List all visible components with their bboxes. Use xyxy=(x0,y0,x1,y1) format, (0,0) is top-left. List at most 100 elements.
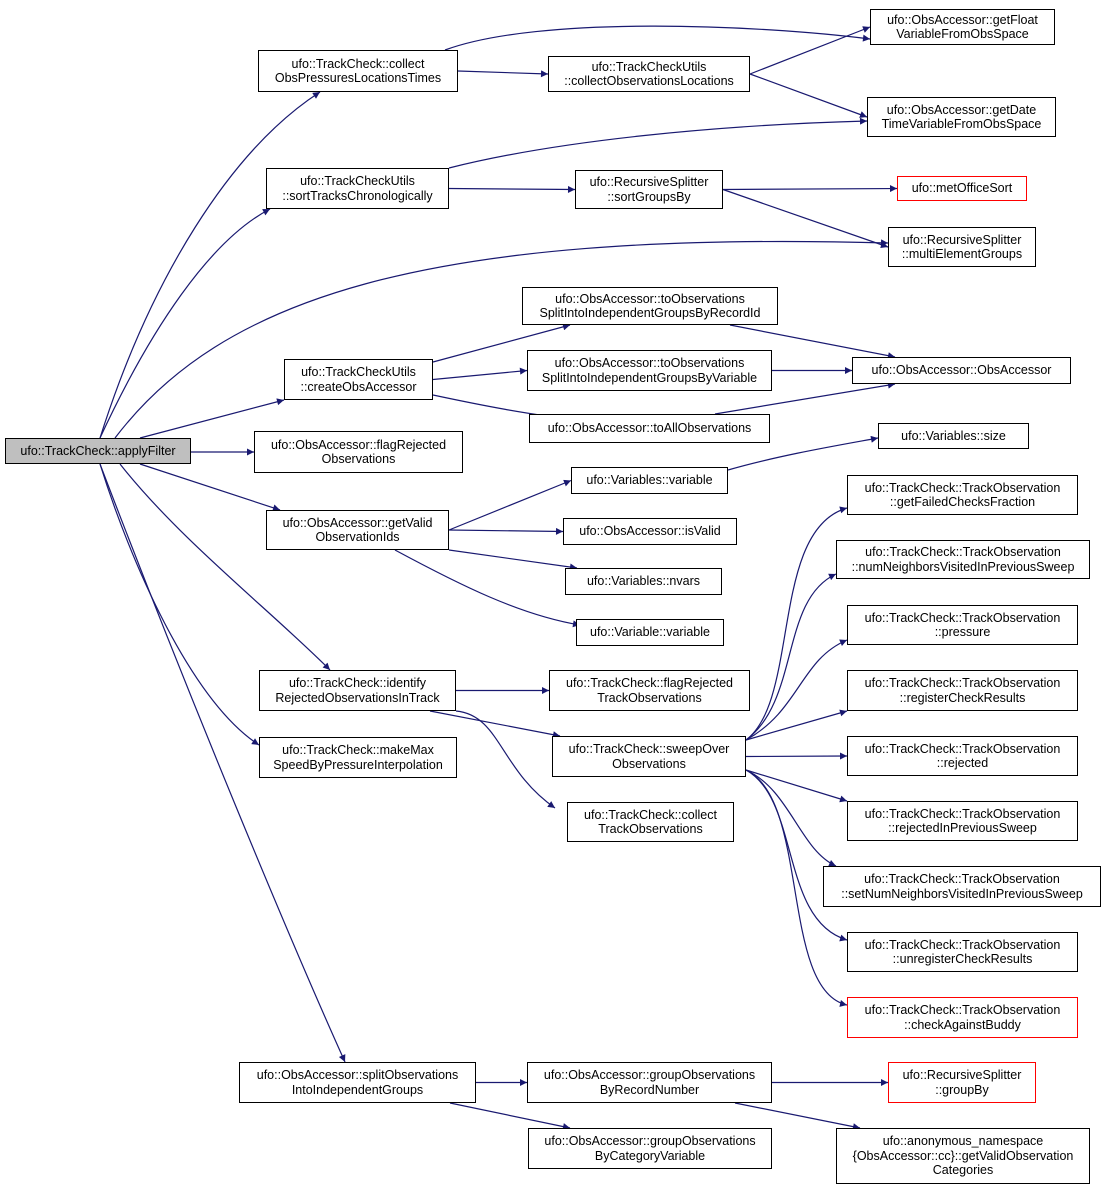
edge-applyFilter-to-sortTracks xyxy=(99,208,271,439)
node-label-line: Observations xyxy=(321,452,396,466)
node-num-neighbors-visited[interactable]: ufo::TrackCheck::TrackObservation::numNe… xyxy=(836,540,1090,579)
edge-getValidObsIds-to-nvars xyxy=(448,549,578,571)
node-label-line: Categories xyxy=(932,1163,994,1178)
edge-applyFilter-to-makeMaxSpeed xyxy=(99,463,260,746)
node-nvars[interactable]: ufo::Variables::nvars xyxy=(565,568,722,595)
node-rejected[interactable]: ufo::TrackCheck::TrackObservation::rejec… xyxy=(847,736,1078,776)
node-label-line: TrackObservations xyxy=(597,690,702,705)
node-label-line: ::numNeighborsVisitedInPreviousSweep xyxy=(851,559,1075,574)
edge-applyFilter-to-multiElementGroups xyxy=(114,239,889,439)
edge-sortGroupsBy-to-multiElementGroups xyxy=(722,188,889,249)
edge-sortTracks-to-getDateTimeVar xyxy=(448,117,868,169)
edge-groupByRecordNumber-to-getValidObsCategories xyxy=(734,1102,861,1131)
edge-applyFilter-to-createObsAccessor xyxy=(139,398,285,439)
node-label-line: ufo::anonymous_namespace xyxy=(882,1134,1044,1149)
node-label-line: ByRecordNumber xyxy=(599,1082,700,1097)
node-label-line: IntoIndependentGroups xyxy=(291,1082,424,1097)
node-label-line: ::sortTracksChronologically xyxy=(282,188,433,203)
node-label-line: SplitIntoIndependentGroupsByRecordId xyxy=(539,306,761,320)
node-sort-tracks[interactable]: ufo::TrackCheckUtils::sortTracksChronolo… xyxy=(266,168,449,209)
node-label-line: ufo::ObsAccessor::ObsAccessor xyxy=(871,363,1052,378)
edge-createObsAccessor-to-toObsByVariable xyxy=(432,367,528,381)
node-set-num-neighbors[interactable]: ufo::TrackCheck::TrackObservation::setNu… xyxy=(823,866,1101,907)
node-get-valid-obs-categories[interactable]: ufo::anonymous_namespace{ObsAccessor::cc… xyxy=(836,1128,1090,1184)
node-sort-groups-by[interactable]: ufo::RecursiveSplitter::sortGroupsBy xyxy=(575,170,723,209)
node-label-line: ufo::ObsAccessor::isValid xyxy=(579,524,721,539)
node-unregister-check-results[interactable]: ufo::TrackCheck::TrackObservation::unreg… xyxy=(847,932,1078,972)
node-multi-element-groups[interactable]: ufo::RecursiveSplitter::multiElementGrou… xyxy=(888,227,1036,267)
node-label-line: ufo::TrackCheck::TrackObservation xyxy=(864,1003,1061,1017)
node-group-by[interactable]: ufo::RecursiveSplitter::groupBy xyxy=(888,1062,1036,1103)
node-label-line: ObsPressuresLocationsTimes xyxy=(274,71,442,85)
node-variables-variable[interactable]: ufo::Variables::variable xyxy=(571,467,728,494)
node-label-line: ByCategoryVariable xyxy=(594,1148,706,1163)
node-label-line: ::sortGroupsBy xyxy=(607,189,691,204)
node-label-line: ufo::Variables::size xyxy=(901,428,1006,443)
edge-toAllObservations-to-obsAccessorCtor xyxy=(714,381,896,415)
node-variable-variable[interactable]: ufo::Variable::variable xyxy=(576,619,724,646)
node-label-line: ufo::RecursiveSplitter xyxy=(589,175,709,189)
node-label-line: ufo::TrackCheck::collect xyxy=(584,807,717,822)
node-label-line: ufo::TrackCheck::TrackObservation xyxy=(864,872,1060,886)
node-label-line: ufo::metOfficeSort xyxy=(911,181,1013,196)
edge-sweepOver-to-rejectedInPrevious xyxy=(745,769,848,803)
node-rejected-in-previous[interactable]: ufo::TrackCheck::TrackObservation::rejec… xyxy=(847,801,1078,841)
edge-sortTracks-to-sortGroupsBy xyxy=(448,185,576,193)
node-label-line: ufo::ObsAccessor::flagRejected xyxy=(270,437,447,452)
node-variables-size[interactable]: ufo::Variables::size xyxy=(878,423,1029,449)
node-create-obs-accessor[interactable]: ufo::TrackCheckUtils::createObsAccessor xyxy=(284,359,433,400)
edge-identifyRejected-to-sweepOver xyxy=(429,710,561,739)
node-obs-accessor-ctor[interactable]: ufo::ObsAccessor::ObsAccessor xyxy=(852,357,1071,384)
node-label-line: ufo::TrackCheck::sweepOver xyxy=(568,742,730,756)
node-label-line: ufo::ObsAccessor::toObservations xyxy=(555,291,745,306)
node-label-line: ufo::TrackCheck::TrackObservation xyxy=(865,545,1061,559)
node-check-against-buddy[interactable]: ufo::TrackCheck::TrackObservation::check… xyxy=(847,997,1078,1038)
edge-applyFilter-to-identifyRejected xyxy=(119,463,331,671)
edge-sweepOver-to-pressure xyxy=(745,639,848,741)
node-label-line: ufo::TrackCheck::applyFilter xyxy=(20,443,176,458)
node-label-line: RejectedObservationsInTrack xyxy=(275,690,440,705)
edge-sweepOver-to-unregisterCheckResults xyxy=(745,769,848,942)
node-label-line: ufo::TrackCheck::TrackObservation xyxy=(864,806,1061,821)
node-label-line: ufo::TrackCheck::flagRejected xyxy=(566,676,733,690)
node-is-valid[interactable]: ufo::ObsAccessor::isValid xyxy=(563,518,737,545)
node-label-line: ufo::TrackCheck::makeMax xyxy=(282,743,434,757)
node-label-line: ufo::ObsAccessor::splitObservations xyxy=(256,1068,459,1082)
node-label-line: ::getFailedChecksFraction xyxy=(889,495,1036,509)
node-label-line: ufo::TrackCheck::TrackObservation xyxy=(864,937,1061,952)
edge-collectObsPressures-to-getFloatVar xyxy=(444,25,871,51)
node-label-line: ufo::TrackCheck::identify xyxy=(288,676,427,690)
node-label-line: ufo::TrackCheck::collect xyxy=(291,56,425,71)
node-register-check-results[interactable]: ufo::TrackCheck::TrackObservation::regis… xyxy=(847,670,1078,711)
node-label-line: SplitIntoIndependentGroupsByVariable xyxy=(541,370,758,385)
node-label-line: ufo::TrackCheckUtils xyxy=(300,174,415,188)
node-label-line: TrackObservations xyxy=(598,822,703,836)
node-label-line: ufo::ObsAccessor::groupObservations xyxy=(543,1068,756,1082)
edge-sweepOver-to-checkAgainstBuddy xyxy=(745,769,848,1007)
edge-sweepOver-to-setNumNeighbors xyxy=(745,769,837,867)
node-pressure[interactable]: ufo::TrackCheck::TrackObservation::press… xyxy=(847,605,1078,645)
node-get-failed-checks-fraction[interactable]: ufo::TrackCheck::TrackObservation::getFa… xyxy=(847,475,1078,515)
edge-sweepOver-to-numNeighborsVisited xyxy=(745,573,837,741)
node-label-line: ::rejected xyxy=(936,756,989,770)
node-to-all-observations[interactable]: ufo::ObsAccessor::toAllObservations xyxy=(529,414,770,443)
node-collect-obs-locations[interactable]: ufo::TrackCheckUtils::collectObservation… xyxy=(548,56,750,92)
edge-createObsAccessor-to-toObsByRecordId xyxy=(432,323,571,363)
node-met-office-sort[interactable]: ufo::metOfficeSort xyxy=(897,176,1027,201)
